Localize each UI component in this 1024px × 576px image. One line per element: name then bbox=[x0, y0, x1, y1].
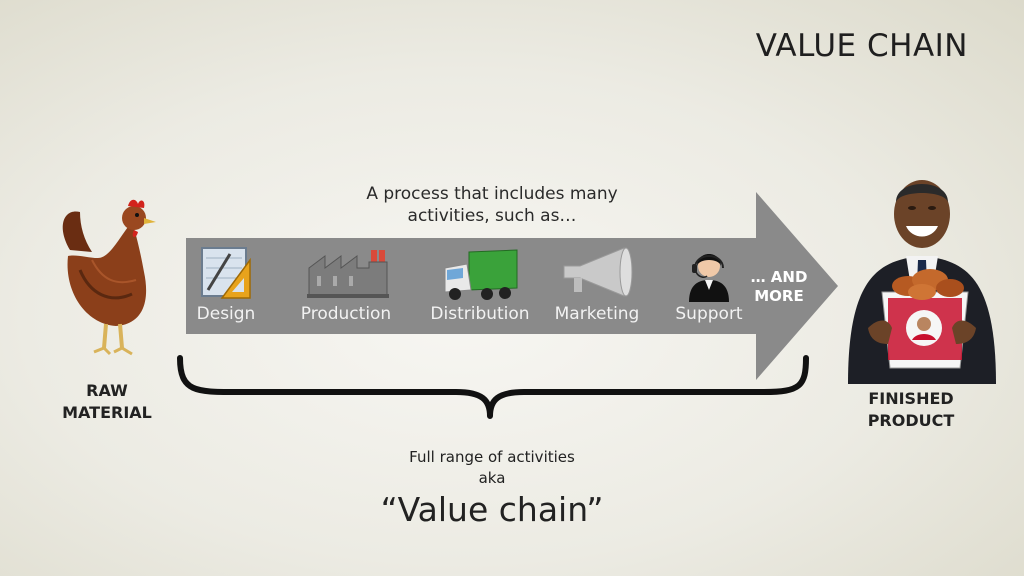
full-range-caption: Full range of activities aka bbox=[372, 447, 612, 489]
more-line-1: … AND bbox=[750, 268, 808, 286]
step-label-design: Design bbox=[196, 304, 256, 324]
arrow-subtitle: A process that includes many activities,… bbox=[322, 183, 662, 227]
step-label-support: Support bbox=[675, 304, 743, 324]
raw-line-2: MATERIAL bbox=[62, 403, 152, 422]
support-agent-icon bbox=[689, 254, 729, 302]
person-with-chicken-bucket-image bbox=[848, 180, 996, 384]
factory-icon bbox=[307, 250, 389, 298]
range-line-2: aka bbox=[478, 469, 506, 487]
finished-product-label: FINISHED PRODUCT bbox=[846, 388, 976, 432]
range-line-1: Full range of activities bbox=[409, 448, 575, 466]
megaphone-icon bbox=[563, 247, 633, 297]
design-tools-icon bbox=[201, 247, 251, 299]
step-support: Support bbox=[670, 244, 748, 324]
step-label-distribution: Distribution bbox=[430, 304, 530, 324]
more-line-2: MORE bbox=[754, 287, 804, 305]
step-marketing: Marketing bbox=[548, 244, 646, 324]
step-distribution: Distribution bbox=[428, 244, 532, 324]
value-chain-label: “Value chain” bbox=[380, 490, 604, 529]
raw-line-1: RAW bbox=[86, 381, 128, 400]
step-production: Production bbox=[294, 244, 398, 324]
finished-line-2: PRODUCT bbox=[867, 411, 955, 430]
step-design: Design bbox=[190, 244, 262, 324]
subtitle-line-1: A process that includes many bbox=[366, 184, 618, 204]
hen-image bbox=[62, 199, 156, 356]
step-label-production: Production bbox=[300, 304, 392, 324]
slide-title: VALUE CHAIN bbox=[755, 28, 968, 64]
finished-line-1: FINISHED bbox=[868, 389, 954, 408]
subtitle-line-2: activities, such as… bbox=[407, 206, 577, 226]
raw-material-label: RAW MATERIAL bbox=[42, 380, 172, 424]
and-more-label: … AND MORE bbox=[736, 268, 822, 306]
step-label-marketing: Marketing bbox=[554, 304, 640, 324]
delivery-truck-icon bbox=[444, 249, 518, 300]
